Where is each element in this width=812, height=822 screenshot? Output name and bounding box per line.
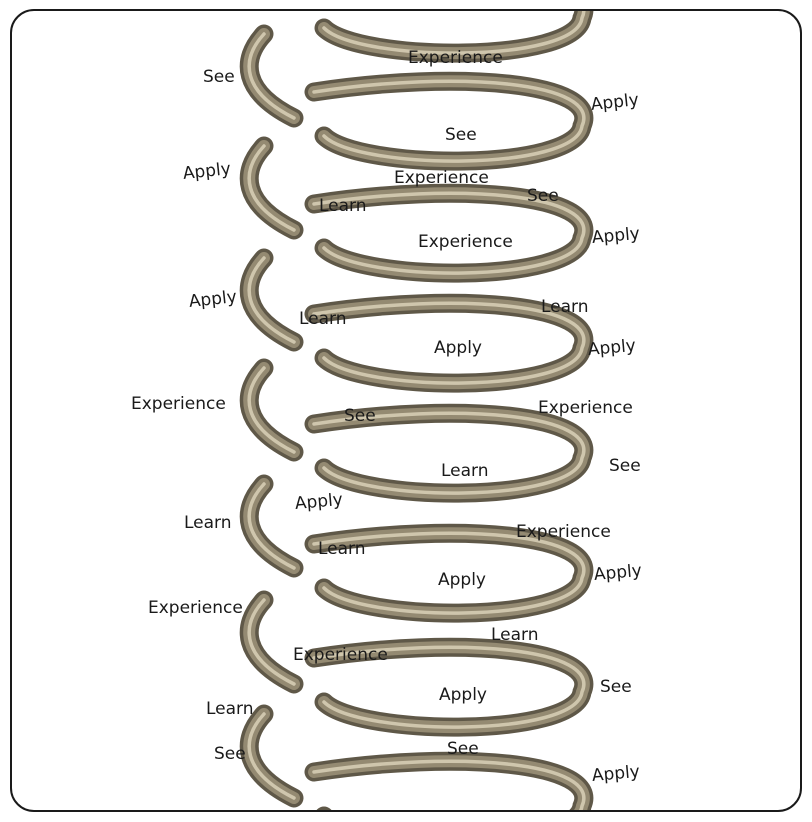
coil-ring <box>304 523 594 623</box>
label-experience: Experience <box>516 522 611 542</box>
label-see: See <box>527 186 559 206</box>
coil-back-segment <box>239 248 304 352</box>
label-apply: Apply <box>591 223 641 248</box>
label-learn: Learn <box>491 625 539 645</box>
label-apply: Apply <box>181 159 232 184</box>
label-experience: Experience <box>394 168 489 188</box>
coil-ring <box>304 751 594 810</box>
label-experience: Experience <box>131 394 226 414</box>
label-see: See <box>447 739 479 759</box>
label-apply: Apply <box>593 560 643 585</box>
label-see: See <box>344 406 376 426</box>
label-experience: Experience <box>148 598 243 618</box>
coil-ring <box>304 11 594 63</box>
label-learn: Learn <box>318 539 366 559</box>
label-apply: Apply <box>439 685 487 705</box>
label-see: See <box>214 744 246 764</box>
label-apply: Apply <box>434 338 482 358</box>
label-apply: Apply <box>438 570 486 590</box>
coil-back-segment <box>239 358 304 462</box>
coil-back-segment <box>239 704 304 808</box>
label-see: See <box>203 67 235 87</box>
coil-ring <box>304 183 594 283</box>
label-see: See <box>600 677 632 697</box>
label-experience: Experience <box>293 645 388 665</box>
label-experience: Experience <box>408 48 503 68</box>
label-apply: Apply <box>589 90 640 115</box>
label-see: See <box>609 456 641 476</box>
label-experience: Experience <box>418 232 513 252</box>
coil-ring <box>304 637 594 737</box>
coil-ring <box>304 71 594 171</box>
label-apply: Apply <box>294 489 344 514</box>
label-learn: Learn <box>184 513 232 533</box>
label-see: See <box>445 125 477 145</box>
coil-ring <box>304 293 594 393</box>
label-learn: Learn <box>441 461 489 481</box>
label-experience: Experience <box>538 398 633 418</box>
label-learn: Learn <box>299 309 347 329</box>
label-learn: Learn <box>319 196 367 216</box>
label-learn: Learn <box>541 297 589 317</box>
coil-back-segment <box>239 24 304 128</box>
label-apply: Apply <box>591 761 641 786</box>
coil-back-segment <box>239 474 304 578</box>
coil-back-segment <box>239 590 304 694</box>
label-apply: Apply <box>587 335 637 360</box>
coil-back-segment <box>239 136 304 240</box>
coil-ring <box>304 403 594 503</box>
label-learn: Learn <box>206 699 254 719</box>
label-apply: Apply <box>187 287 238 312</box>
